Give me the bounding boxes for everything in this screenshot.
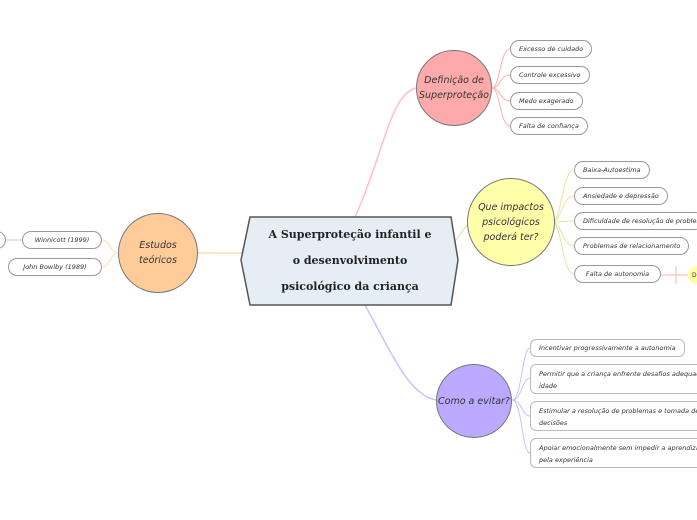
definicao-item-4[interactable]: Falta de confiança xyxy=(510,117,588,135)
evitar-item-2-line-2: idade xyxy=(539,382,558,390)
branch-evitar-label: Como a evitar? xyxy=(438,395,510,407)
evitar-item-1[interactable]: Incentivar progressivamente a autonomia xyxy=(530,339,685,357)
link-definicao-item-2 xyxy=(491,74,511,89)
branch-impactos-line-2: psicológicos xyxy=(482,216,540,228)
link-autonomia-extra xyxy=(661,266,690,284)
evitar-item-3-line-1: Estimular a resolução de problemas e tom… xyxy=(539,407,697,415)
link-impactos-item-2 xyxy=(551,195,575,223)
branch-estudos[interactable]: Estudos teóricos xyxy=(118,213,198,293)
definicao-item-2[interactable]: Controle excessivo xyxy=(510,66,590,84)
evitar-item-3[interactable]: Estimular a resolução de problemas e tom… xyxy=(530,401,697,431)
impactos-item-3[interactable]: Dificuldade de resolução de problemas xyxy=(574,212,697,230)
definicao-item-1[interactable]: Excesso de cuidado xyxy=(510,40,593,58)
central-topic-line-3: psicológico da criança xyxy=(281,280,419,293)
central-topic[interactable]: A Superproteção infantil e o desenvolvim… xyxy=(246,220,454,302)
evitar-item-4[interactable]: Apoiar emocionalmente sem impedir a apre… xyxy=(530,438,697,468)
link-central-evitar xyxy=(364,304,437,401)
evitar-item-3-line-2: decisões xyxy=(539,419,568,427)
impactos-item-2[interactable]: Ansiedade e depressão xyxy=(574,187,668,205)
estudos-item-1[interactable]: Winnicott (1999) xyxy=(22,231,102,249)
branch-estudos-label: Estudos teóricos xyxy=(139,240,177,266)
branch-definicao-line-2: Superproteção xyxy=(418,90,489,101)
estudos-item-2[interactable]: John Bowlby (1989) xyxy=(8,258,102,276)
link-evitar-item-1 xyxy=(511,347,531,401)
branch-impactos[interactable]: Que impactos psicológicos poderá ter? xyxy=(467,178,555,266)
link-evitar-item-4 xyxy=(511,399,531,454)
evitar-item-1-text: Incentivar progressivamente a autonomia xyxy=(539,344,676,352)
link-impactos-item-4 xyxy=(551,221,575,247)
evitar-item-2[interactable]: Permitir que a criança enfrente desafios… xyxy=(530,364,697,394)
central-node-shape xyxy=(240,216,459,306)
branch-impactos-line-1: Que impactos xyxy=(478,201,544,213)
link-impactos-item-5 xyxy=(551,221,575,275)
evitar-item-2-line-1: Permitir que a criança enfrente desafios… xyxy=(539,370,697,378)
link-impactos-item-1 xyxy=(551,169,575,223)
autonomia-offscreen-badge-text: D xyxy=(692,271,697,279)
link-evitar-item-3 xyxy=(511,399,531,417)
branch-definicao[interactable]: Definição de Superproteção xyxy=(416,50,492,126)
impactos-item-1[interactable]: Baixa-Autoestima xyxy=(574,161,650,179)
link-evitar-item-2 xyxy=(511,377,531,401)
branch-impactos-line-3: poderá ter? xyxy=(483,231,539,243)
central-topic-line-2: o desenvolvimento xyxy=(292,254,408,267)
link-definicao-item-4 xyxy=(491,87,511,127)
evitar-item-4-line-1: Apoiar emocionalmente sem impedir a apre… xyxy=(539,444,697,452)
impactos-item-4[interactable]: Problemas de relacionamento xyxy=(574,237,690,255)
branch-evitar[interactable]: Como a evitar? xyxy=(436,364,512,438)
impactos-item-5[interactable]: Falta de autonomia xyxy=(574,265,661,283)
link-estudos-item-1 xyxy=(101,239,119,254)
central-topic-line-1: A Superproteção infantil e xyxy=(268,228,432,241)
link-central-impactos xyxy=(455,224,468,241)
branch-definicao-line-1: Definição de xyxy=(424,75,484,86)
link-definicao-item-1 xyxy=(491,48,511,89)
evitar-item-4-line-2: pela experiência xyxy=(539,456,593,464)
link-central-definicao xyxy=(354,87,417,218)
definicao-item-3[interactable]: Medo exagerado xyxy=(510,92,583,110)
autonomia-offscreen-badge[interactable]: D xyxy=(688,266,697,284)
link-estudos-item-2 xyxy=(101,252,119,268)
